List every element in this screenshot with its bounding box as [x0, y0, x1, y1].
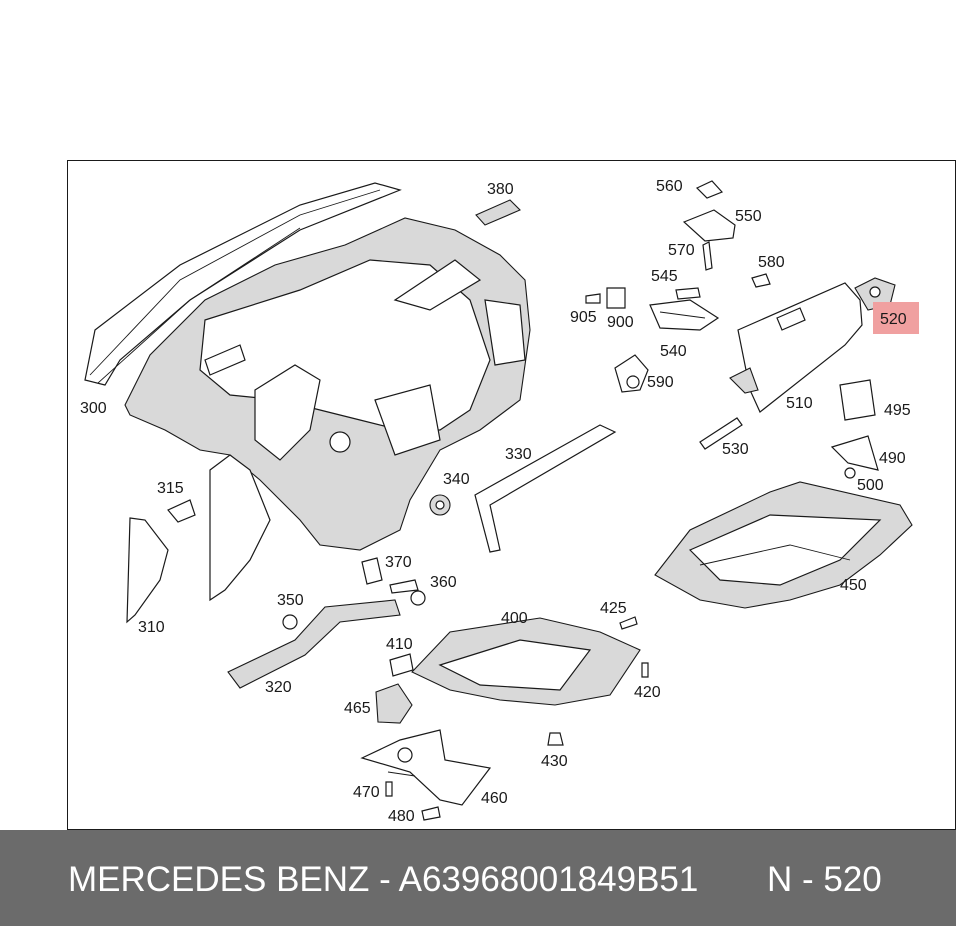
part-550-bracket[interactable]: [682, 209, 736, 242]
part-430-clip[interactable]: [547, 732, 564, 746]
part-530-rod[interactable]: [699, 417, 743, 450]
part-580-screw[interactable]: [751, 273, 771, 288]
part-380-button[interactable]: [475, 199, 521, 226]
part-315-clip[interactable]: [167, 499, 196, 523]
footer-position-ref: N - 520: [767, 860, 882, 899]
label-430: 430: [541, 753, 568, 770]
part-330-trim-strip[interactable]: [474, 424, 617, 553]
part-360-screw[interactable]: [389, 579, 426, 606]
label-300: 300: [80, 400, 107, 417]
label-425: 425: [600, 600, 627, 617]
label-545: 545: [651, 268, 678, 285]
label-580: 580: [758, 254, 785, 271]
label-400: 400: [501, 610, 528, 627]
label-540: 540: [660, 343, 687, 360]
part-460-bracket[interactable]: [360, 729, 492, 806]
label-340: 340: [443, 471, 470, 488]
part-480-screw[interactable]: [421, 806, 441, 821]
label-315: 315: [157, 480, 184, 497]
part-570-screw[interactable]: [702, 241, 713, 271]
label-310: 310: [138, 619, 165, 636]
label-905: 905: [570, 309, 597, 326]
part-540-latch[interactable]: [649, 299, 720, 331]
part-500-screw[interactable]: [844, 467, 856, 479]
part-590-clip[interactable]: [614, 354, 649, 393]
label-480: 480: [388, 808, 415, 825]
label-520: 520: [880, 311, 907, 328]
label-520-highlight: [873, 302, 919, 334]
label-590: 590: [647, 374, 674, 391]
part-905-pin[interactable]: [585, 293, 601, 304]
label-500: 500: [857, 477, 884, 494]
part-495-bracket[interactable]: [839, 379, 876, 421]
label-560: 560: [656, 178, 683, 195]
part-470-screw[interactable]: [385, 781, 393, 797]
label-350: 350: [277, 592, 304, 609]
part-490-plate[interactable]: [830, 435, 879, 471]
label-510: 510: [786, 395, 813, 412]
label-570: 570: [668, 242, 695, 259]
label-490: 490: [879, 450, 906, 467]
part-400-bracket[interactable]: [411, 617, 641, 706]
part-dashboard-carrier[interactable]: [124, 217, 531, 602]
part-320-lower-trim[interactable]: [227, 599, 401, 689]
label-330: 330: [505, 446, 532, 463]
label-900: 900: [607, 314, 634, 331]
part-510-glovebox-lid[interactable]: [729, 282, 863, 413]
part-420-screw[interactable]: [641, 662, 649, 678]
label-465: 465: [344, 700, 371, 717]
label-420: 420: [634, 684, 661, 701]
label-370: 370: [385, 554, 412, 571]
label-410: 410: [386, 636, 413, 653]
label-460: 460: [481, 790, 508, 807]
footer-bar: [0, 830, 956, 926]
part-370-bracket[interactable]: [361, 557, 383, 585]
part-450-glovebox[interactable]: [654, 481, 913, 609]
label-470: 470: [353, 784, 380, 801]
part-560-clip[interactable]: [695, 180, 724, 199]
part-340-knob[interactable]: [429, 494, 451, 516]
label-450: 450: [840, 577, 867, 594]
part-410-clip[interactable]: [389, 653, 414, 677]
label-495: 495: [884, 402, 911, 419]
footer-part-number: MERCEDES BENZ - A63968001849B51: [68, 860, 699, 899]
part-310-side-panel[interactable]: [126, 517, 169, 624]
label-360: 360: [430, 574, 457, 591]
label-320: 320: [265, 679, 292, 696]
label-380: 380: [487, 181, 514, 198]
label-530: 530: [722, 441, 749, 458]
part-350-ring[interactable]: [282, 614, 298, 630]
part-545-pin[interactable]: [675, 287, 701, 300]
part-425-screw[interactable]: [619, 616, 638, 630]
part-300-cowl-strip[interactable]: [84, 182, 402, 386]
part-900-clip[interactable]: [606, 287, 626, 309]
label-550: 550: [735, 208, 762, 225]
part-465-bracket[interactable]: [375, 683, 413, 724]
